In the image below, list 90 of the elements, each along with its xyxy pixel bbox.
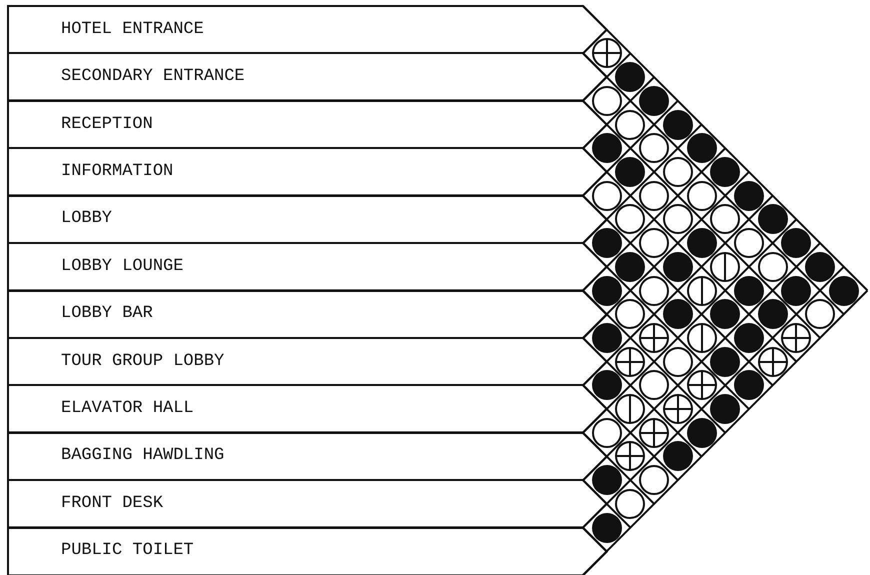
room-name: RECEPTION: [61, 114, 153, 134]
room-name: LOBBY: [61, 209, 112, 228]
circle-symbol: [756, 250, 789, 283]
dot-symbol: [732, 274, 765, 306]
dot-symbol: [709, 346, 742, 378]
dot-symbol: [590, 132, 623, 164]
dot-symbol: [686, 227, 718, 260]
circle-symbol: [686, 180, 718, 212]
room-name: HOTEL ENTRANCE: [61, 20, 204, 39]
crossed-circle-symbol: [638, 322, 670, 354]
dot-symbol: [804, 250, 836, 283]
split-circle-symbol: [686, 274, 718, 306]
dot-symbol: [732, 322, 765, 354]
crossed-circle-symbol: [756, 346, 789, 378]
circle-symbol: [614, 298, 646, 330]
dot-symbol: [590, 512, 623, 544]
crossed-circle-symbol: [662, 393, 694, 426]
dot-symbol: [828, 274, 860, 306]
dot-symbol: [590, 274, 623, 306]
circle-symbol: [638, 180, 670, 212]
circle-symbol: [614, 488, 646, 520]
dot-symbol: [756, 298, 789, 330]
dot-symbol: [590, 464, 623, 496]
dot-symbol: [614, 61, 646, 94]
dot-symbol: [780, 227, 812, 260]
dot-symbol: [686, 132, 718, 164]
dot-symbol: [709, 298, 742, 330]
room-name: FRONT DESK: [61, 494, 164, 513]
row-box: [7, 5, 608, 54]
dot-symbol: [614, 156, 646, 188]
circle-symbol: [590, 180, 623, 212]
circle-symbol: [709, 203, 742, 236]
dot-symbol: [590, 369, 623, 402]
circle-symbol: [590, 416, 623, 449]
circle-symbol: [614, 108, 646, 141]
crossed-circle-symbol: [614, 440, 646, 472]
split-circle-symbol: [709, 250, 742, 283]
circle-symbol: [638, 369, 670, 402]
dot-symbol: [590, 322, 623, 354]
dot-symbol: [638, 84, 670, 117]
dot-symbol: [732, 369, 765, 402]
crossed-circle-symbol: [614, 346, 646, 378]
crossed-circle-symbol: [590, 37, 623, 70]
dot-symbol: [686, 416, 718, 449]
dot-symbol: [732, 180, 765, 212]
circle-symbol: [662, 346, 694, 378]
circle-symbol: [732, 227, 765, 260]
row-box: [7, 194, 608, 244]
circle-symbol: [662, 156, 694, 188]
circle-symbol: [662, 203, 694, 236]
room-name: LOBBY BAR: [61, 304, 153, 324]
dot-symbol: [590, 227, 623, 260]
circle-symbol: [614, 203, 646, 236]
dot-symbol: [756, 203, 789, 236]
room-name: INFORMATION: [61, 162, 174, 181]
circle-symbol: [638, 227, 670, 260]
row-box: [7, 432, 608, 482]
dot-symbol: [614, 250, 646, 283]
row-box: [7, 52, 608, 102]
row-box: [7, 479, 608, 529]
crossed-circle-symbol: [638, 416, 670, 449]
room-name: LOBBY LOUNGE: [61, 256, 184, 276]
circle-symbol: [804, 298, 836, 330]
circle-symbol: [638, 132, 670, 164]
row-box: [7, 336, 608, 386]
dot-symbol: [780, 274, 812, 306]
row-box: [7, 526, 608, 575]
room-name: TOUR GROUP LOBBY: [61, 352, 224, 371]
crossed-circle-symbol: [780, 322, 812, 354]
dot-symbol: [662, 298, 694, 330]
dot-symbol: [662, 250, 694, 283]
row-box: [7, 242, 608, 292]
split-circle-symbol: [686, 322, 718, 354]
row-box: [7, 290, 608, 339]
circle-symbol: [638, 464, 670, 496]
row-box: [7, 147, 608, 197]
dot-symbol: [662, 440, 694, 472]
row-box: [7, 384, 608, 434]
room-name: SECONDARY ENTRANCE: [61, 67, 245, 86]
room-name: BAGGING HAWDLING: [61, 446, 224, 466]
room-name: ELAVATOR HALL: [61, 399, 194, 418]
dot-symbol: [709, 156, 742, 188]
dot-symbol: [662, 108, 694, 141]
row-box: [7, 100, 608, 150]
dot-symbol: [709, 393, 742, 426]
room-name: PUBLIC TOILET: [61, 541, 194, 560]
circle-symbol: [590, 84, 623, 117]
crossed-circle-symbol: [686, 369, 718, 402]
circle-symbol: [638, 274, 670, 306]
split-circle-symbol: [614, 393, 646, 426]
